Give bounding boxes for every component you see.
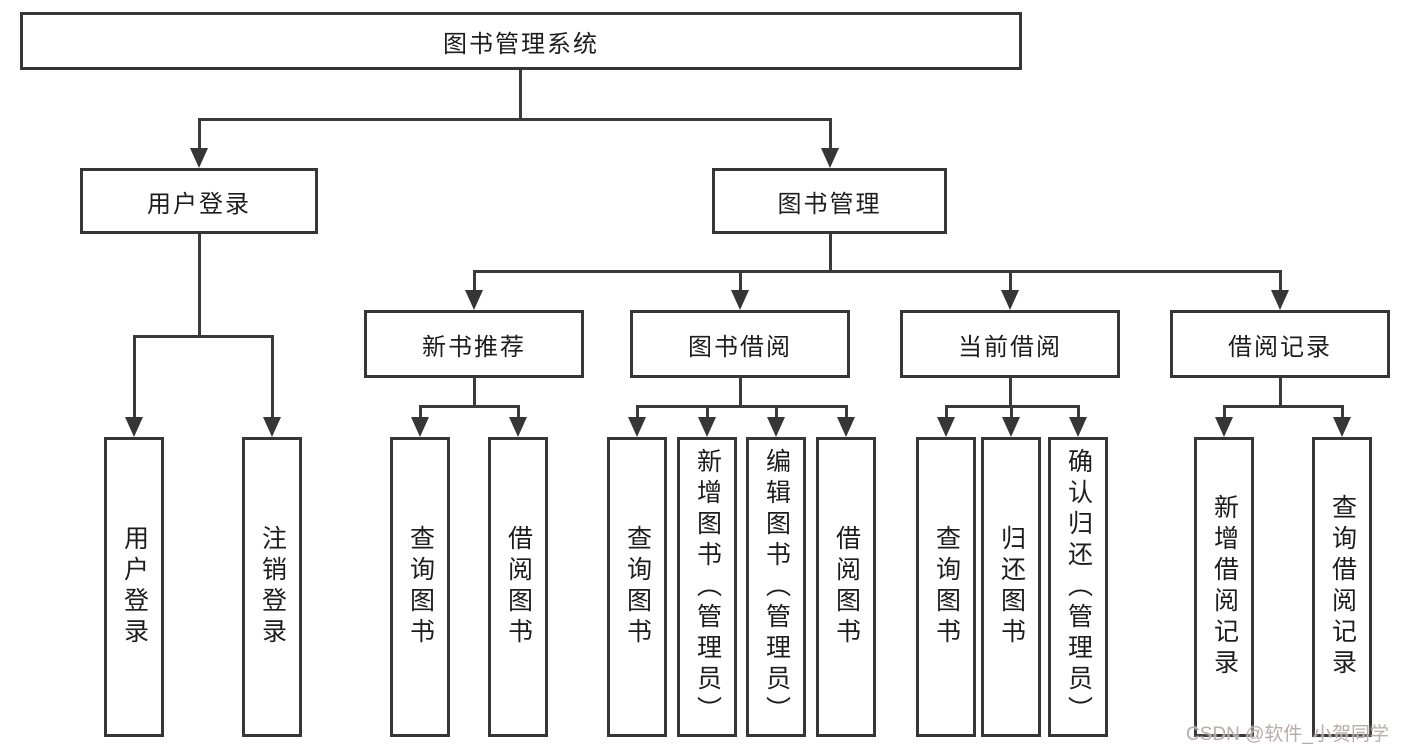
connector-currentborrow-drop-2 [1010, 405, 1013, 419]
arrowhead-icon [1215, 417, 1233, 437]
connector-bookmgmt-stub [829, 234, 832, 273]
connector-newbook-drop-2 [517, 405, 520, 419]
connector-currentborrow-drop-1 [945, 405, 948, 419]
connector-root-stub [519, 70, 522, 121]
connector-bookmgmt-drop-2 [739, 270, 742, 292]
arrowhead-icon [125, 417, 143, 437]
arrowhead-icon [1002, 417, 1020, 437]
leaf-current-return-label: 归还图书 [997, 525, 1026, 649]
connector-bookborrow-drop-1 [636, 405, 639, 419]
connector-root-drop-left [198, 118, 201, 150]
leaf-records-query-label: 查询借阅记录 [1328, 494, 1357, 680]
leaf-borrow-add-admin-label: 新增图书（管理员） [693, 447, 722, 727]
node-new-book-recommend: 新书推荐 [364, 310, 584, 378]
node-book-borrow: 图书借阅 [630, 310, 850, 378]
connector-bookmgmt-drop-4 [1279, 270, 1282, 292]
connector-bookborrow-drop-2 [706, 405, 709, 419]
connector-bookmgmt-rail [473, 270, 1282, 273]
arrowhead-icon [509, 417, 527, 437]
connector-bookmgmt-drop-1 [473, 270, 476, 292]
leaf-borrow-edit-admin-label: 编辑图书（管理员） [762, 447, 791, 727]
node-borrow-records: 借阅记录 [1170, 310, 1390, 378]
node-book-management-label: 图书管理 [777, 190, 882, 218]
connector-newbook-rail [419, 405, 520, 408]
node-current-borrow-label: 当前借阅 [958, 333, 1062, 361]
leaf-borrow-add-admin: 新增图书（管理员） [677, 437, 737, 737]
leaf-borrow-edit-admin: 编辑图书（管理员） [746, 437, 806, 737]
leaf-logout: 注销登录 [242, 437, 302, 737]
leaf-newbook-query: 查询图书 [390, 437, 450, 737]
connector-records-rail [1223, 405, 1343, 408]
node-book-management: 图书管理 [712, 168, 947, 234]
arrowhead-icon [190, 148, 208, 168]
arrowhead-icon [263, 417, 281, 437]
node-root: 图书管理系统 [20, 12, 1022, 70]
connector-userlogin-rail [133, 335, 274, 338]
connector-bookborrow-rail [636, 405, 847, 408]
leaf-records-query: 查询借阅记录 [1312, 437, 1372, 737]
leaf-current-query-label: 查询图书 [932, 525, 961, 649]
leaf-borrow-borrow: 借阅图书 [816, 437, 876, 737]
connector-bookmgmt-drop-3 [1009, 270, 1012, 292]
leaf-user-login-label: 用户登录 [120, 525, 149, 649]
node-new-book-recommend-label: 新书推荐 [422, 333, 526, 361]
leaf-records-add: 新增借阅记录 [1194, 437, 1254, 737]
leaf-borrow-query-label: 查询图书 [623, 525, 652, 649]
connector-records-stub [1279, 378, 1282, 408]
connector-records-drop-1 [1223, 405, 1226, 419]
connector-currentborrow-stub [1009, 378, 1012, 408]
leaf-records-add-label: 新增借阅记录 [1210, 494, 1239, 680]
leaf-borrow-borrow-label: 借阅图书 [832, 525, 861, 649]
arrowhead-icon [465, 290, 483, 310]
arrowhead-icon [628, 417, 646, 437]
leaf-current-confirm-admin: 确认归还（管理员） [1048, 437, 1108, 737]
arrowhead-icon [1001, 290, 1019, 310]
node-current-borrow: 当前借阅 [900, 310, 1120, 378]
arrowhead-icon [1271, 290, 1289, 310]
node-book-borrow-label: 图书借阅 [688, 333, 792, 361]
leaf-current-confirm-admin-label: 确认归还（管理员） [1064, 447, 1093, 727]
arrowhead-icon [698, 417, 716, 437]
connector-records-drop-2 [1341, 405, 1344, 419]
leaf-newbook-query-label: 查询图书 [406, 525, 435, 649]
connector-root-drop-right [829, 118, 832, 150]
node-borrow-records-label: 借阅记录 [1228, 333, 1332, 361]
arrowhead-icon [731, 290, 749, 310]
leaf-user-login: 用户登录 [104, 437, 164, 737]
leaf-newbook-borrow-label: 借阅图书 [504, 525, 533, 649]
connector-newbook-stub [473, 378, 476, 408]
arrowhead-icon [937, 417, 955, 437]
connector-newbook-drop-1 [419, 405, 422, 419]
connector-userlogin-drop-2 [271, 335, 274, 419]
arrowhead-icon [1333, 417, 1351, 437]
node-user-login-label: 用户登录 [147, 190, 251, 218]
leaf-newbook-borrow: 借阅图书 [488, 437, 548, 737]
connector-currentborrow-drop-3 [1077, 405, 1080, 419]
node-root-label: 图书管理系统 [443, 30, 599, 58]
arrowhead-icon [821, 148, 839, 168]
connector-root-rail [198, 118, 831, 121]
arrowhead-icon [1069, 417, 1087, 437]
leaf-current-query: 查询图书 [916, 437, 976, 737]
arrowhead-icon [411, 417, 429, 437]
connector-userlogin-stub [198, 234, 201, 338]
connector-bookborrow-drop-3 [775, 405, 778, 419]
leaf-borrow-query: 查询图书 [607, 437, 667, 737]
arrowhead-icon [837, 417, 855, 437]
leaf-current-return: 归还图书 [981, 437, 1041, 737]
node-user-login: 用户登录 [80, 168, 318, 234]
connector-bookborrow-drop-4 [845, 405, 848, 419]
connector-bookborrow-stub [739, 378, 742, 408]
leaf-logout-label: 注销登录 [258, 525, 287, 649]
connector-userlogin-drop-1 [133, 335, 136, 419]
csdn-watermark: CSDN @软件_小贺同学 [1186, 724, 1389, 745]
arrowhead-icon [767, 417, 785, 437]
